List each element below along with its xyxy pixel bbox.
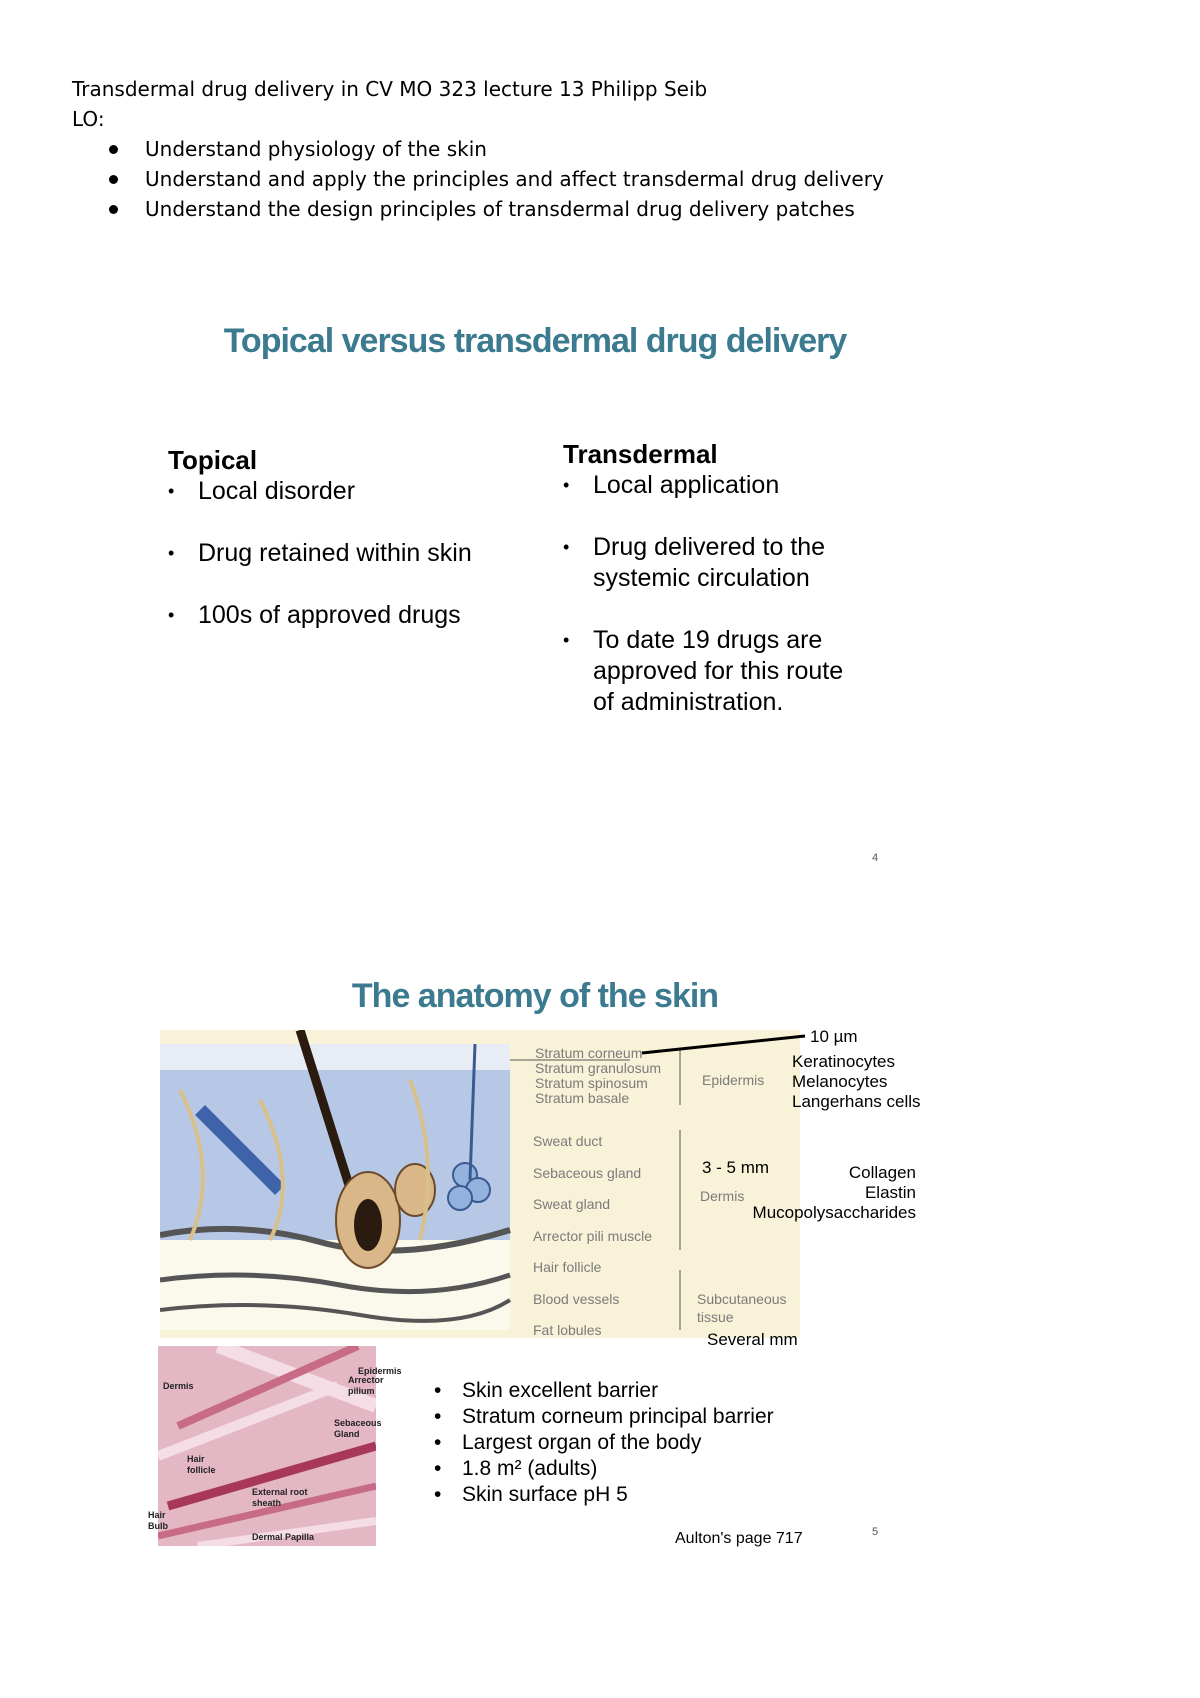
dermis-thickness: 3 - 5 mm <box>702 1158 770 1177</box>
list-item: Skin excellent barrier <box>432 1378 774 1404</box>
slide5-title: The anatomy of the skin <box>351 977 719 1015</box>
thickness-sc: 10 µm <box>810 1027 858 1046</box>
label-stratum-corneum: Stratum corneum <box>535 1045 643 1061</box>
topical-heading: Topical <box>168 445 258 475</box>
dermis-components: Collagen Elastin Mucopolysaccharides <box>740 1163 916 1223</box>
skin-cross-section-diagram <box>160 1030 800 1338</box>
list-item: Understand physiology of the skin <box>109 134 884 164</box>
histo-label-dermal-papilla: Dermal Papilla <box>252 1532 315 1542</box>
transdermal-heading: Transdermal <box>563 439 718 469</box>
list-item: Skin surface pH 5 <box>432 1482 774 1508</box>
slide4-title: Topical versus transdermal drug delivery <box>223 322 848 360</box>
transdermal-column: Transdermal Local application Drug deliv… <box>563 439 863 749</box>
label-sweat-gland: Sweat gland <box>533 1196 611 1212</box>
list-item: Local application <box>563 470 863 501</box>
epidermis-label: Epidermis <box>702 1072 765 1088</box>
label-blood-vessels: Blood vessels <box>533 1290 620 1307</box>
component-mucopolysaccharides: Mucopolysaccharides <box>752 1203 916 1222</box>
label-sweat-duct: Sweat duct <box>533 1133 603 1149</box>
component-collagen: Collagen <box>848 1163 916 1182</box>
skin-histology-image <box>158 1346 376 1546</box>
lo-label: LO: <box>72 107 105 131</box>
cell-keratinocytes: Keratinocytes <box>792 1052 895 1071</box>
label-stratum-granulosum: Stratum granulosum <box>535 1060 662 1076</box>
structure-labels: Sweat duct Sebaceous gland Sweat gland A… <box>533 1126 652 1347</box>
histo-label-sebaceous: Sebaceous Gland <box>334 1418 382 1439</box>
label-sebaceous-gland: Sebaceous gland <box>533 1164 642 1181</box>
component-elastin: Elastin <box>864 1183 916 1202</box>
list-item: Understand and apply the principles and … <box>109 164 884 194</box>
label-fat-lobules: Fat lobules <box>533 1322 602 1338</box>
list-item: Stratum corneum principal barrier <box>432 1404 774 1430</box>
list-item: Largest organ of the body <box>432 1430 774 1456</box>
skin-facts-list: Skin excellent barrier Stratum corneum p… <box>432 1378 774 1508</box>
topical-column: Topical Local disorder Drug retained wit… <box>168 445 498 662</box>
histo-label-hair-follicle: Hair follicle <box>187 1454 216 1475</box>
document-header: Transdermal drug delivery in CV MO 323 l… <box>72 74 884 224</box>
label-stratum-basale: Stratum basale <box>535 1090 630 1106</box>
page-number: 4 <box>872 852 879 864</box>
list-item: Understand the design principles of tran… <box>109 194 884 224</box>
subcutaneous-label: Subcutaneous tissue <box>697 1291 787 1325</box>
epidermis-cells: Keratinocytes Melanocytes Langerhans cel… <box>792 1052 921 1112</box>
histo-label-epidermis: Epidermis <box>358 1366 402 1376</box>
list-item: Local disorder <box>168 476 498 507</box>
histo-label-root-sheath: External root sheath <box>252 1487 308 1508</box>
layer-labels: Stratum corneum Stratum granulosum Strat… <box>535 1046 661 1106</box>
cell-langerhans: Langerhans cells <box>792 1092 921 1111</box>
histo-label-dermis: Dermis <box>163 1381 194 1391</box>
list-item: Drug delivered to the systemic circulati… <box>563 532 863 594</box>
label-hair-follicle: Hair follicle <box>533 1259 602 1275</box>
page-number: 5 <box>872 1526 879 1538</box>
list-item: To date 19 drugs are approved for this r… <box>563 625 863 718</box>
list-item: 1.8 m² (adults) <box>432 1456 774 1482</box>
histo-label-hair-bulb: Hair Bulb <box>148 1510 168 1531</box>
subcutaneous-thickness: Several mm <box>707 1330 798 1349</box>
list-item: 100s of approved drugs <box>168 600 498 631</box>
label-stratum-spinosum: Stratum spinosum <box>535 1075 648 1091</box>
dermis-label: Dermis <box>700 1188 745 1204</box>
list-item: Drug retained within skin <box>168 538 498 569</box>
cell-melanocytes: Melanocytes <box>792 1072 888 1091</box>
histo-label-arrector: Arrector pilium <box>348 1375 384 1396</box>
corneum-pointer-line <box>641 1034 806 1055</box>
label-arrector-pili: Arrector pili muscle <box>533 1227 653 1244</box>
doc-title: Transdermal drug delivery in CV MO 323 l… <box>72 77 708 101</box>
reference: Aulton's page 717 <box>675 1530 803 1547</box>
objectives-list: Understand physiology of the skin Unders… <box>72 134 884 224</box>
